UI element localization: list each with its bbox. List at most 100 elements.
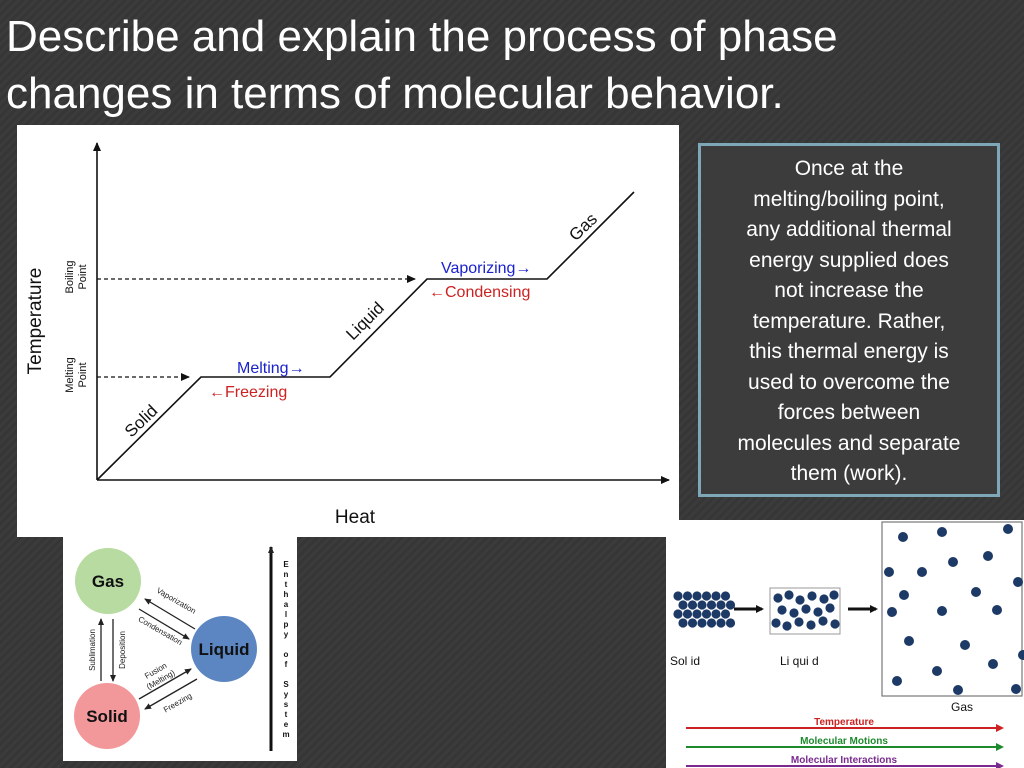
- particle-dot: [988, 659, 998, 669]
- enthalpy-letter: y: [283, 630, 289, 639]
- note-line: forces between: [777, 401, 921, 424]
- particle-dot: [937, 527, 947, 537]
- enthalpy-letter: y: [283, 690, 289, 699]
- solid-particles: [673, 591, 736, 628]
- particle-dot: [716, 600, 726, 610]
- particle-dot: [801, 604, 811, 614]
- particle-dot: [1013, 577, 1023, 587]
- particle-dot: [687, 618, 698, 628]
- freezing-arrow: [144, 678, 198, 710]
- note-line: used to overcome the: [748, 370, 950, 394]
- enthalpy-letter: [279, 640, 293, 650]
- note-line: melting/boiling point,: [753, 187, 945, 211]
- particle-dot: [784, 590, 794, 600]
- particle-dot: [725, 600, 736, 610]
- enthalpy-letter: p: [283, 620, 289, 629]
- particle-dot: [711, 591, 721, 601]
- segment-label-solid: Solid: [121, 401, 161, 441]
- condensation-label: Condensation: [137, 615, 184, 647]
- deposition-label: Deposition: [118, 631, 127, 669]
- particle-dot: [782, 621, 792, 631]
- enthalpy-letter: [279, 670, 293, 680]
- particle-dot: [701, 591, 712, 601]
- particle-dot: [794, 617, 804, 627]
- particle-dot: [706, 600, 717, 610]
- property-bar-arrowhead: [996, 762, 1004, 768]
- particle-dot: [720, 609, 731, 619]
- particle-dot: [1018, 650, 1024, 660]
- vaporizing-label: Vaporizing→: [441, 260, 531, 277]
- particle-dot: [937, 606, 947, 616]
- particle-dot: [692, 609, 702, 619]
- particle-dot: [899, 590, 909, 600]
- particle-dot: [678, 600, 688, 610]
- boiling-point-label-2: Point: [77, 264, 89, 289]
- enthalpy-letter: n: [283, 570, 289, 579]
- particle-dot: [960, 640, 970, 650]
- liquid-circle: [191, 616, 257, 682]
- particle-dot: [720, 591, 731, 601]
- particle-dot: [953, 685, 963, 695]
- note-line: not increase the: [774, 279, 924, 302]
- particle-dot: [673, 609, 683, 619]
- liquid-particle-label: Li qui d: [780, 654, 819, 668]
- particle-dot: [992, 605, 1002, 615]
- title-line-2: changes in terms of molecular behavior.: [6, 69, 784, 118]
- particle-dot: [971, 587, 981, 597]
- melting-label: Melting→: [237, 360, 305, 377]
- enthalpy-letter: S: [283, 680, 289, 689]
- note-line: them (work).: [790, 462, 908, 485]
- gas-particles: [884, 524, 1024, 695]
- particle-dot: [818, 616, 828, 626]
- particle-dot: [701, 609, 712, 619]
- gas-circle: [75, 548, 141, 614]
- particle-dot: [697, 600, 707, 610]
- liquid-particles: [771, 590, 840, 631]
- property-bar-label: Molecular Motions: [800, 736, 888, 747]
- particle-dot: [795, 595, 805, 605]
- condensing-label: ←Condensing: [429, 284, 530, 301]
- particle-dot: [789, 608, 799, 618]
- note-line: Once at the: [794, 157, 904, 180]
- gas-particle-label: Gas: [951, 700, 973, 714]
- heating-curve-panel: Heat Temperature Boiling Point Melting P…: [17, 125, 679, 537]
- particle-dot: [898, 532, 908, 542]
- title-line-1: Describe and explain the process of phas…: [6, 12, 838, 61]
- enthalpy-letter: o: [283, 650, 289, 659]
- gas-state-label: Gas: [92, 572, 124, 591]
- freezing-cycle-label: Freezing: [162, 691, 193, 714]
- particle-dot: [716, 618, 726, 628]
- enthalpy-letter: f: [284, 660, 288, 669]
- particle-dot: [678, 618, 688, 628]
- particle-dot: [904, 636, 914, 646]
- particle-dot: [771, 618, 781, 628]
- particle-dot: [1011, 684, 1021, 694]
- liquid-container: [769, 587, 841, 635]
- property-bar-label: Temperature: [814, 717, 874, 728]
- vaporization-arrow: [144, 598, 196, 630]
- phase-cycle-svg: Gas Liquid Solid Vaporization Condensati…: [74, 546, 274, 751]
- particle-dot: [706, 618, 717, 628]
- melting-point-label-1: Melting: [64, 357, 76, 392]
- fusion-arrow: [138, 668, 192, 700]
- liquid-state-label: Liquid: [199, 640, 250, 659]
- particle-dot: [983, 551, 993, 561]
- particle-dot: [806, 620, 816, 630]
- particle-dot: [682, 591, 693, 601]
- slide-title: Describe and explain the process of phas…: [6, 8, 1016, 122]
- solid-particle-label: Sol id: [670, 654, 700, 668]
- particle-dot: [725, 618, 736, 628]
- heating-curve-line: [96, 191, 635, 481]
- boiling-point-label-1: Boiling: [64, 260, 76, 293]
- segment-label-liquid: Liquid: [342, 298, 388, 344]
- melting-point-label-2: Point: [77, 362, 89, 387]
- enthalpy-letter: l: [284, 610, 288, 619]
- particle-dot: [697, 618, 707, 628]
- enthalpy-letter: a: [283, 600, 289, 609]
- enthalpy-letter: t: [284, 580, 288, 589]
- particle-dot: [1003, 524, 1013, 534]
- vaporization-label: Vaporization: [155, 586, 198, 616]
